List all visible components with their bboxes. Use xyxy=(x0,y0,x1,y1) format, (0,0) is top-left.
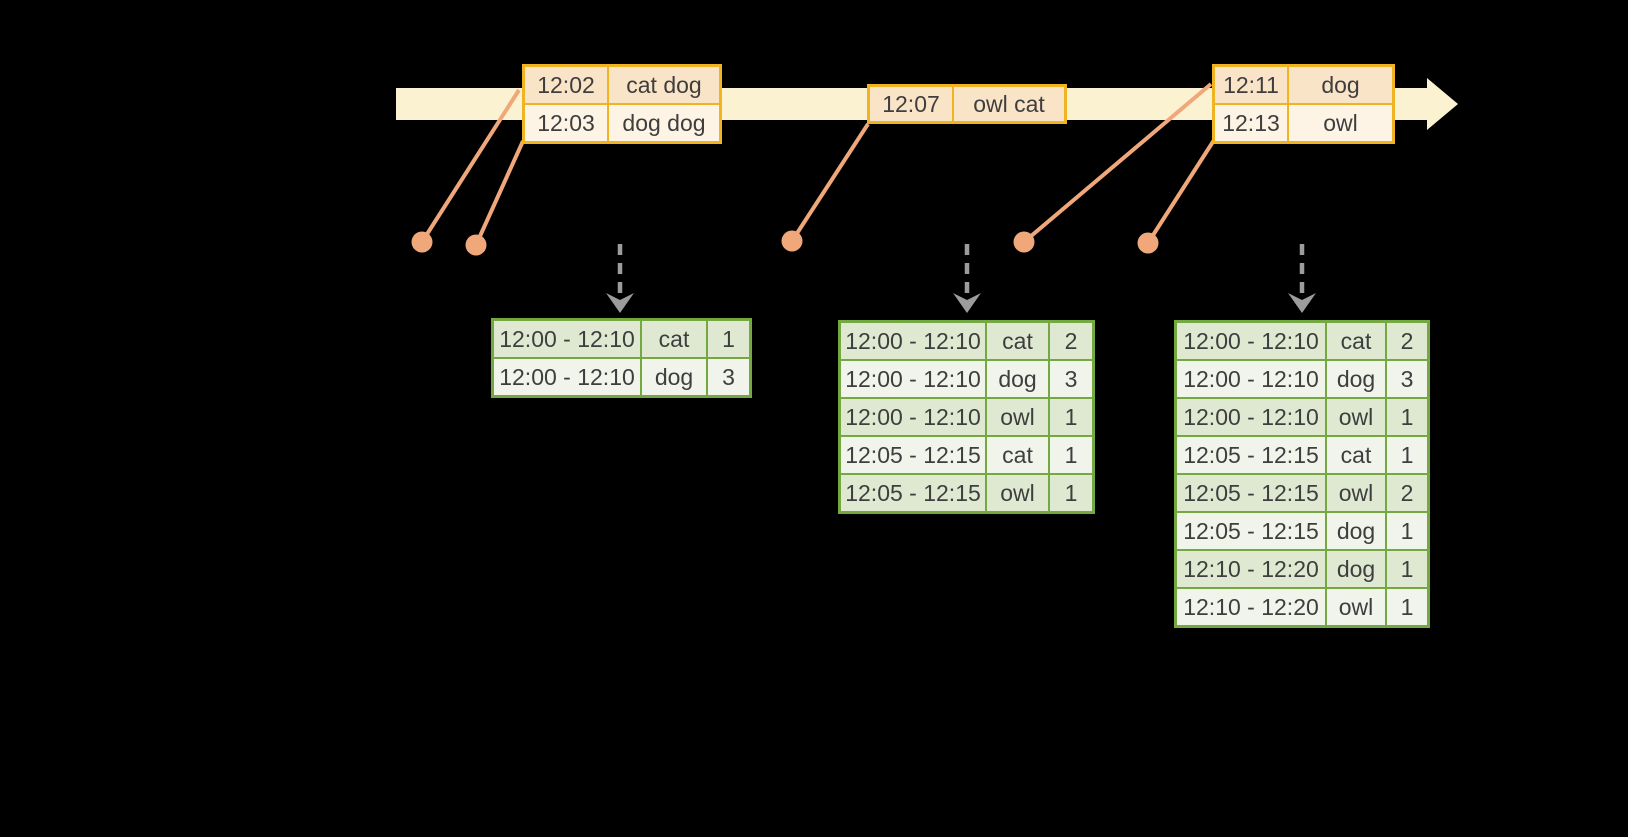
leader-line-3 xyxy=(790,122,870,243)
table-cell: 1 xyxy=(708,321,749,357)
table-cell: 1 xyxy=(1050,399,1092,435)
table-cell: 12:05 - 12:15 xyxy=(1177,437,1325,473)
table-cell: 12:07 xyxy=(870,87,952,121)
table-cell: 12:10 - 12:20 xyxy=(1177,551,1325,587)
table-cell: dog xyxy=(642,359,706,395)
table-cell: 12:00 - 12:10 xyxy=(494,321,640,357)
table-cell: cat xyxy=(987,437,1048,473)
event-dot-icon xyxy=(465,234,487,256)
table-cell: 3 xyxy=(1387,361,1427,397)
trigger-arrow-head-icon xyxy=(1288,293,1316,313)
timeline-arrow-head-icon xyxy=(1427,78,1458,130)
table-cell: 12:03 xyxy=(525,105,607,141)
table-cell: 1 xyxy=(1387,513,1427,549)
table-cell: 12:00 - 12:10 xyxy=(494,359,640,395)
table-cell: owl xyxy=(1327,475,1385,511)
table-cell: dog xyxy=(1327,513,1385,549)
table-cell: 2 xyxy=(1387,475,1427,511)
table-cell: 12:05 - 12:15 xyxy=(841,437,985,473)
event-dot-icon xyxy=(1137,232,1159,254)
table-cell: 12:02 xyxy=(525,67,607,103)
trigger-arrows xyxy=(606,244,1316,313)
table-cell: 12:05 - 12:15 xyxy=(1177,475,1325,511)
table-cell: 12:05 - 12:15 xyxy=(1177,513,1325,549)
table-cell: cat xyxy=(987,323,1048,359)
table-cell: 12:00 - 12:10 xyxy=(1177,323,1325,359)
trigger-arrow-head-icon xyxy=(953,293,981,313)
table-cell: cat xyxy=(1327,437,1385,473)
leader-line-5 xyxy=(1146,135,1218,245)
table-cell: cat dog xyxy=(609,67,719,103)
table-cell: 12:00 - 12:10 xyxy=(841,399,985,435)
table-cell: 1 xyxy=(1050,437,1092,473)
table-cell: 12:10 - 12:20 xyxy=(1177,589,1325,625)
table-cell: 1 xyxy=(1387,399,1427,435)
table-cell: 12:05 - 12:15 xyxy=(841,475,985,511)
table-cell: 12:00 - 12:10 xyxy=(1177,399,1325,435)
table-cell: 12:00 - 12:10 xyxy=(1177,361,1325,397)
leader-line-2 xyxy=(474,140,525,246)
event-dot-icon xyxy=(411,231,433,253)
table-cell: owl xyxy=(987,399,1048,435)
leader-line-1 xyxy=(420,88,521,244)
table-cell: dog xyxy=(1327,551,1385,587)
table-cell: 1 xyxy=(1387,589,1427,625)
table-cell: 3 xyxy=(708,359,749,395)
table-cell: 1 xyxy=(1387,437,1427,473)
trigger-arrow-head-icon xyxy=(606,293,634,313)
table-cell: 12:13 xyxy=(1215,105,1287,141)
table-cell: 12:11 xyxy=(1215,67,1287,103)
table-cell: 12:00 - 12:10 xyxy=(841,323,985,359)
table-cell: 12:00 - 12:10 xyxy=(841,361,985,397)
table-cell: cat xyxy=(642,321,706,357)
event-dot-icon xyxy=(1013,231,1035,253)
table-cell: 3 xyxy=(1050,361,1092,397)
event-dots xyxy=(411,230,1159,256)
table-cell: 1 xyxy=(1387,551,1427,587)
table-cell: dog dog xyxy=(609,105,719,141)
table-cell: cat xyxy=(1327,323,1385,359)
leader-line-4 xyxy=(1022,82,1213,244)
table-cell: 2 xyxy=(1387,323,1427,359)
table-cell: owl xyxy=(987,475,1048,511)
table-cell: owl xyxy=(1289,105,1392,141)
table-cell: owl cat xyxy=(954,87,1064,121)
table-cell: owl xyxy=(1327,399,1385,435)
table-cell: dog xyxy=(1289,67,1392,103)
table-cell: 1 xyxy=(1050,475,1092,511)
table-cell: owl xyxy=(1327,589,1385,625)
leader-lines xyxy=(420,82,1218,246)
table-cell: dog xyxy=(987,361,1048,397)
table-cell: dog xyxy=(1327,361,1385,397)
event-dot-icon xyxy=(781,230,803,252)
table-cell: 2 xyxy=(1050,323,1092,359)
